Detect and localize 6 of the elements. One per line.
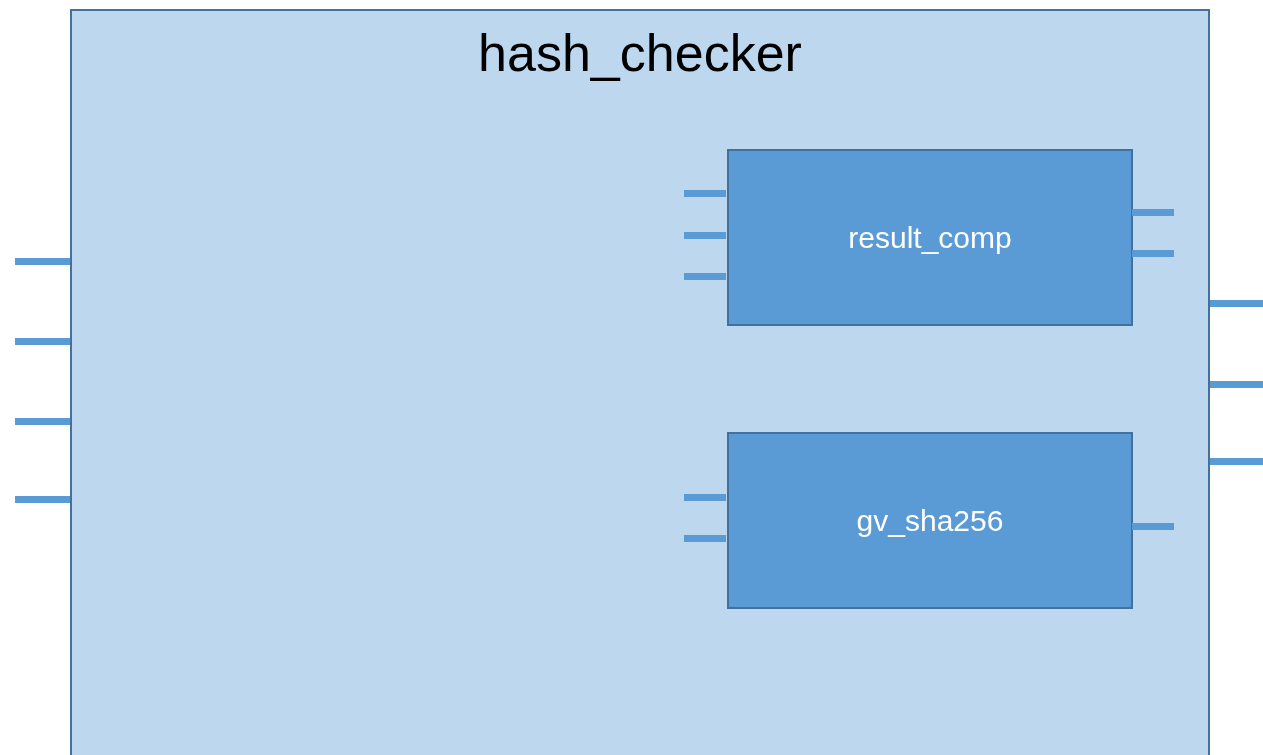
block-name: hash_checker: [478, 27, 802, 79]
block-name: result_comp: [848, 220, 1012, 256]
block-box: [727, 149, 1133, 326]
block-name: gv_sha256: [856, 503, 1004, 539]
block-box: [70, 9, 1210, 755]
block-box: [727, 432, 1133, 609]
